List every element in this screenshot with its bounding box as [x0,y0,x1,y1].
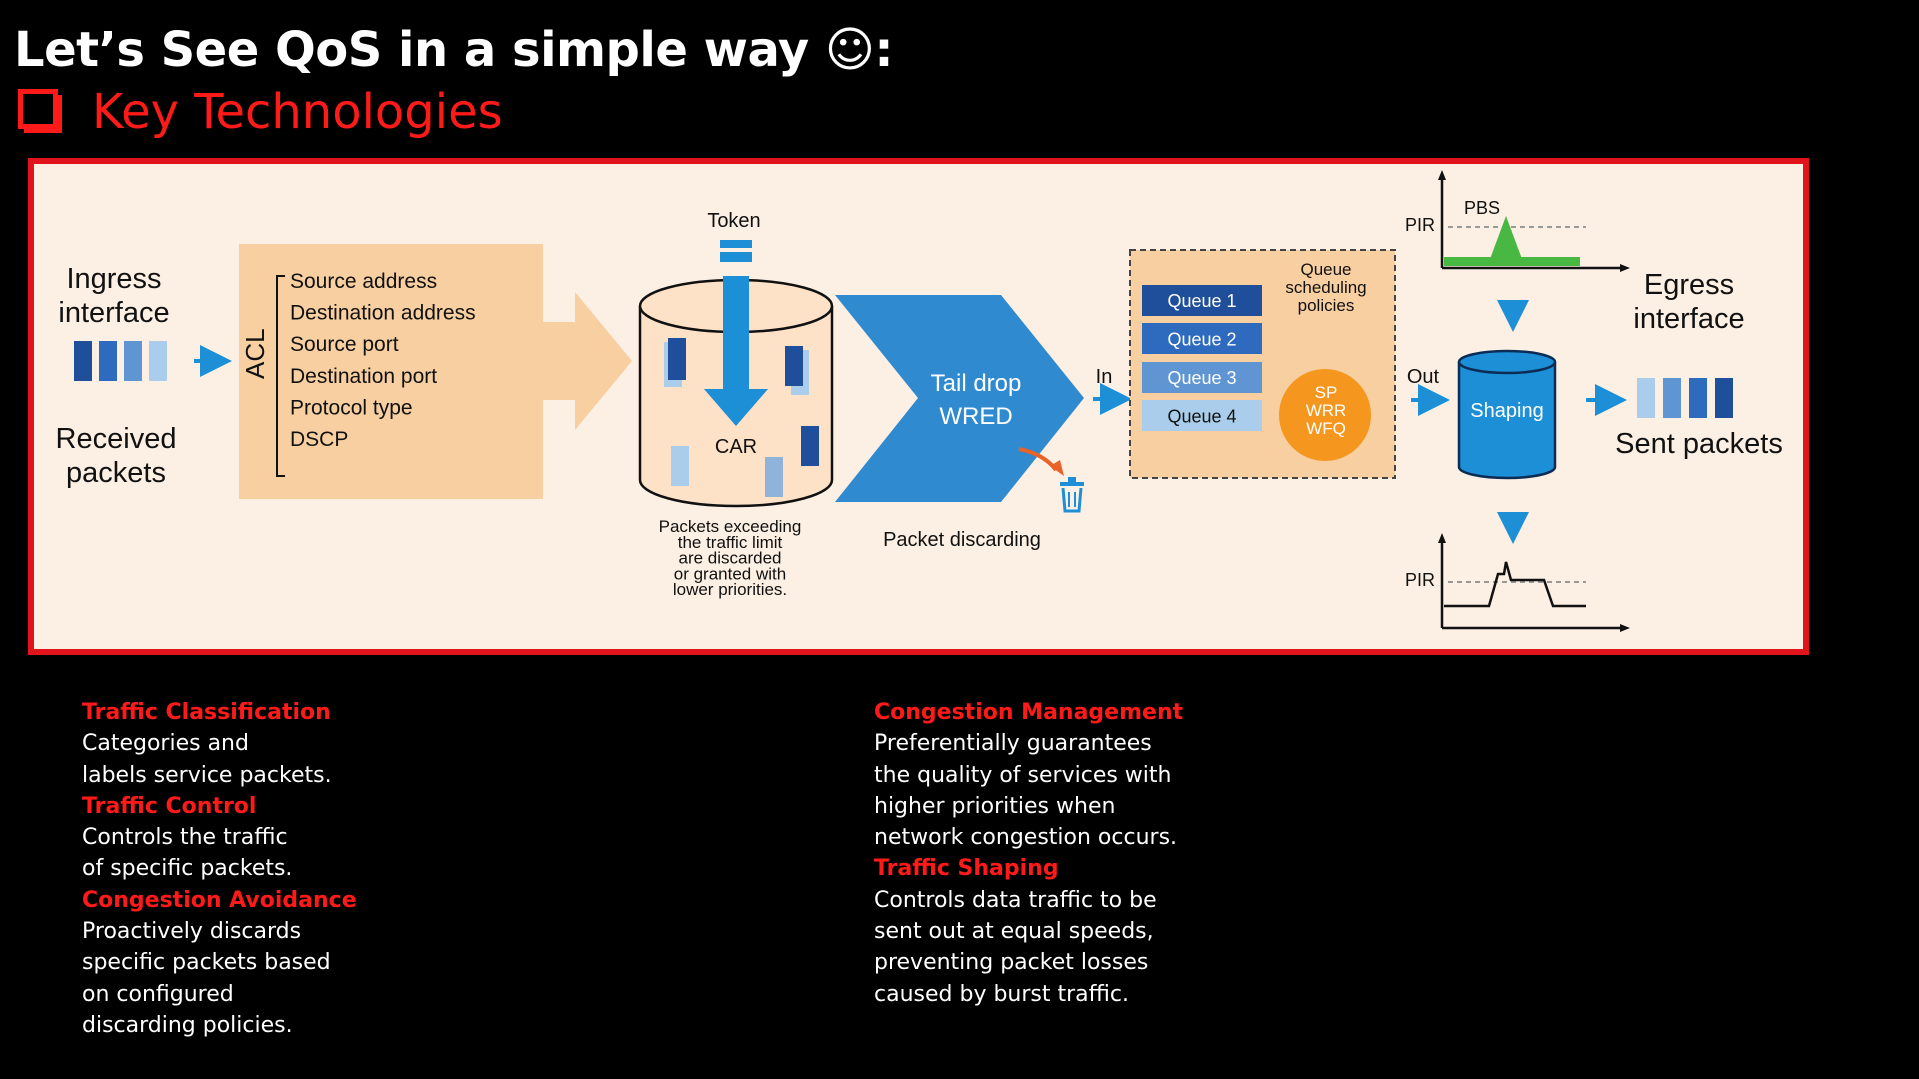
car-caption-line: are discarded [678,549,781,568]
packet-discarding-label: Packet discarding [883,529,1041,551]
queue-item: Queue 3 [1167,368,1236,388]
note-heading: Traffic Classification [82,700,331,725]
acl-item: Destination port [290,365,437,388]
tail-drop-wred-chevron: Tail drop WRED [835,295,1084,502]
trash-icon [1060,477,1084,513]
sched-algo: WFQ [1306,419,1346,438]
car-caption-line: or granted with [674,564,786,583]
pbs-label: PBS [1464,198,1500,218]
sent-packets-icon [1637,378,1733,418]
sent-packets-label: Sent packets [1615,428,1783,460]
queue-item: Queue 2 [1167,330,1236,350]
pir-bottom-label: PIR [1405,570,1435,590]
section-heading-text: Key Technologies [92,84,503,140]
note-heading: Traffic Control [82,793,257,819]
acl-item: DSCP [290,428,348,451]
car-token-bucket: Token CAR [638,210,834,508]
page-title: Let’s See QoS in a simple way ☺: [14,22,894,78]
received-label-2: packets [66,457,166,489]
shaping-label: Shaping [1470,400,1543,422]
acl-block: ACL [239,244,632,499]
queue-sched-line: policies [1298,296,1355,315]
sched-algo: SP [1315,383,1338,402]
note-heading: Traffic Shaping [874,856,1059,882]
note-text: Controls data traffic to be sent out at … [874,887,1157,1007]
queue-list: Queue 1 Queue 2 Queue 3 Queue 4 [1167,291,1236,427]
ingress-label-1: Ingress [66,263,161,295]
wred-label: WRED [939,403,1012,430]
acl-item: Source port [290,333,399,356]
note-text: Proactively discards specific packets ba… [82,919,331,1038]
car-caption-line: the traffic limit [678,533,783,552]
egress-label-2: interface [1633,303,1744,335]
note-text: Controls the traffic of specific packets… [82,825,293,882]
acl-item: Source address [290,270,437,293]
token-label: Token [707,210,760,232]
ingress-label-2: interface [58,297,169,329]
car-label: CAR [715,436,757,458]
pir-pbs-graph: PIR PBS [1405,170,1630,272]
shaping-cylinder: Shaping [1457,349,1557,480]
queue-sched-line: Queue [1300,260,1351,279]
queue-item: Queue 4 [1167,407,1236,427]
pir-shaped-graph: PIR [1405,533,1630,632]
note-heading: Congestion Avoidance [82,887,357,913]
note-heading: Congestion Management [874,700,1184,725]
section-heading: Key Technologies [18,84,503,140]
qos-diagram: Ingress interface Received packets ACL S… [56,170,1783,632]
in-label: In [1096,366,1113,388]
acl-item: Destination address [290,302,476,325]
checkbox-bullet-icon [18,89,58,129]
received-packets-icon [74,341,167,381]
note-text: Preferentially guarantees the quality of… [874,731,1178,851]
egress-label-1: Egress [1644,269,1734,301]
note-text: Categories and labels service packets. [82,731,332,788]
received-label-1: Received [56,423,177,455]
car-caption-line: Packets exceeding [659,517,802,536]
queue-sched-line: scheduling [1285,278,1366,297]
qos-diagram-panel: Ingress interface Received packets ACL S… [28,158,1809,655]
tail-drop-label: Tail drop [931,370,1022,397]
acl-label: ACL [240,328,270,379]
sched-algo: WRR [1306,401,1347,420]
queue-scheduling-box [1129,249,1396,479]
out-label: Out [1407,366,1440,388]
pir-top-label: PIR [1405,215,1435,235]
queue-item: Queue 1 [1167,291,1236,311]
car-caption-line: lower priorities. [673,580,787,599]
acl-item: Protocol type [290,396,413,419]
